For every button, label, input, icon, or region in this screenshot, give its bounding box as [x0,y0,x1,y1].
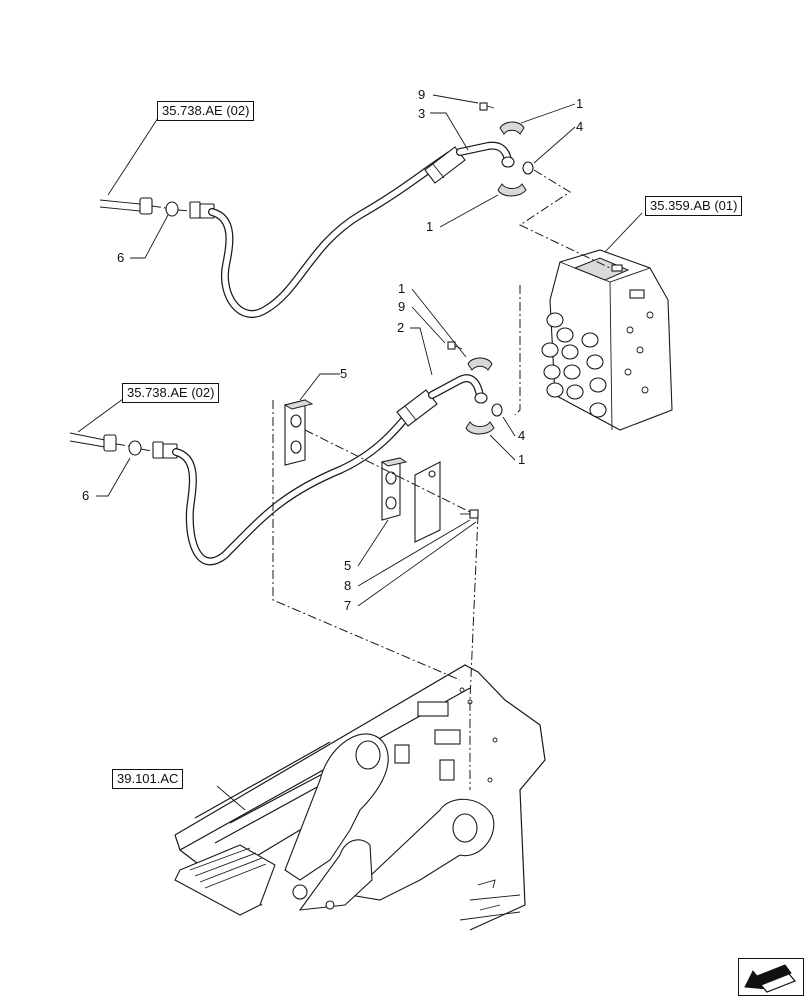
callout-6-lower: 6 [82,488,89,503]
upper-tube-end [99,197,153,215]
callout-9-lower: 9 [398,299,405,314]
upper-o-ring-6 [165,201,179,217]
reference-link-39-101-ac[interactable]: 39.101.AC [112,769,184,789]
leader-lines [77,94,643,811]
lower-tube-end [69,432,117,452]
callout-4-lower: 4 [518,428,525,443]
frame-boom-mount [284,733,495,911]
upper-bolt-9 [479,102,495,111]
reference-link-35-738-ae-upper[interactable]: 35.738.AE (02) [157,101,255,121]
callout-1-lower-top: 1 [398,281,405,296]
bolt-7 [460,509,479,519]
clamp-5-lower [380,457,408,521]
lower-flange-half-bottom [465,421,495,435]
machine-frame [174,664,546,931]
arrow-down-left-icon[interactable] [738,958,804,996]
clamp-5-upper [283,399,314,466]
bracket-8 [414,461,441,543]
valve-spools [541,312,607,418]
lower-hose-assembly [69,341,503,566]
lower-flange-half-top [467,357,493,371]
control-valve-block [541,249,673,431]
upper-flange-half-bottom [497,183,527,197]
lower-hose-crimp [396,389,438,427]
lower-o-ring-4 [491,403,503,417]
callout-2: 2 [397,320,404,335]
callout-numbers: 9 3 1 4 1 6 1 9 2 5 4 1 6 5 8 7 [82,87,583,613]
callout-3: 3 [418,106,425,121]
reference-link-35-359-ab[interactable]: 35.359.AB (01) [645,196,743,216]
upper-flange-half-top [499,121,525,135]
valve-ports [611,264,654,394]
callout-1-upper-bottom: 1 [426,219,433,234]
callout-6-upper: 6 [117,250,124,265]
upper-o-ring-4 [522,161,534,175]
lower-o-ring-6 [128,440,142,456]
callout-1-upper-top: 1 [576,96,583,111]
callout-9-upper: 9 [418,87,425,102]
callout-1-lower-bottom: 1 [518,452,525,467]
callout-4-upper: 4 [576,119,583,134]
callout-8: 8 [344,578,351,593]
frame-brackets [394,687,498,783]
arrow-down-left-icon-glyph [744,964,797,993]
callout-5-upper: 5 [340,366,347,381]
callout-5-lower: 5 [344,558,351,573]
upper-hose-crimp [424,146,466,184]
reference-link-35-738-ae-lower[interactable]: 35.738.AE (02) [122,383,220,403]
callout-7: 7 [344,598,351,613]
upper-hose-assembly [99,102,534,318]
